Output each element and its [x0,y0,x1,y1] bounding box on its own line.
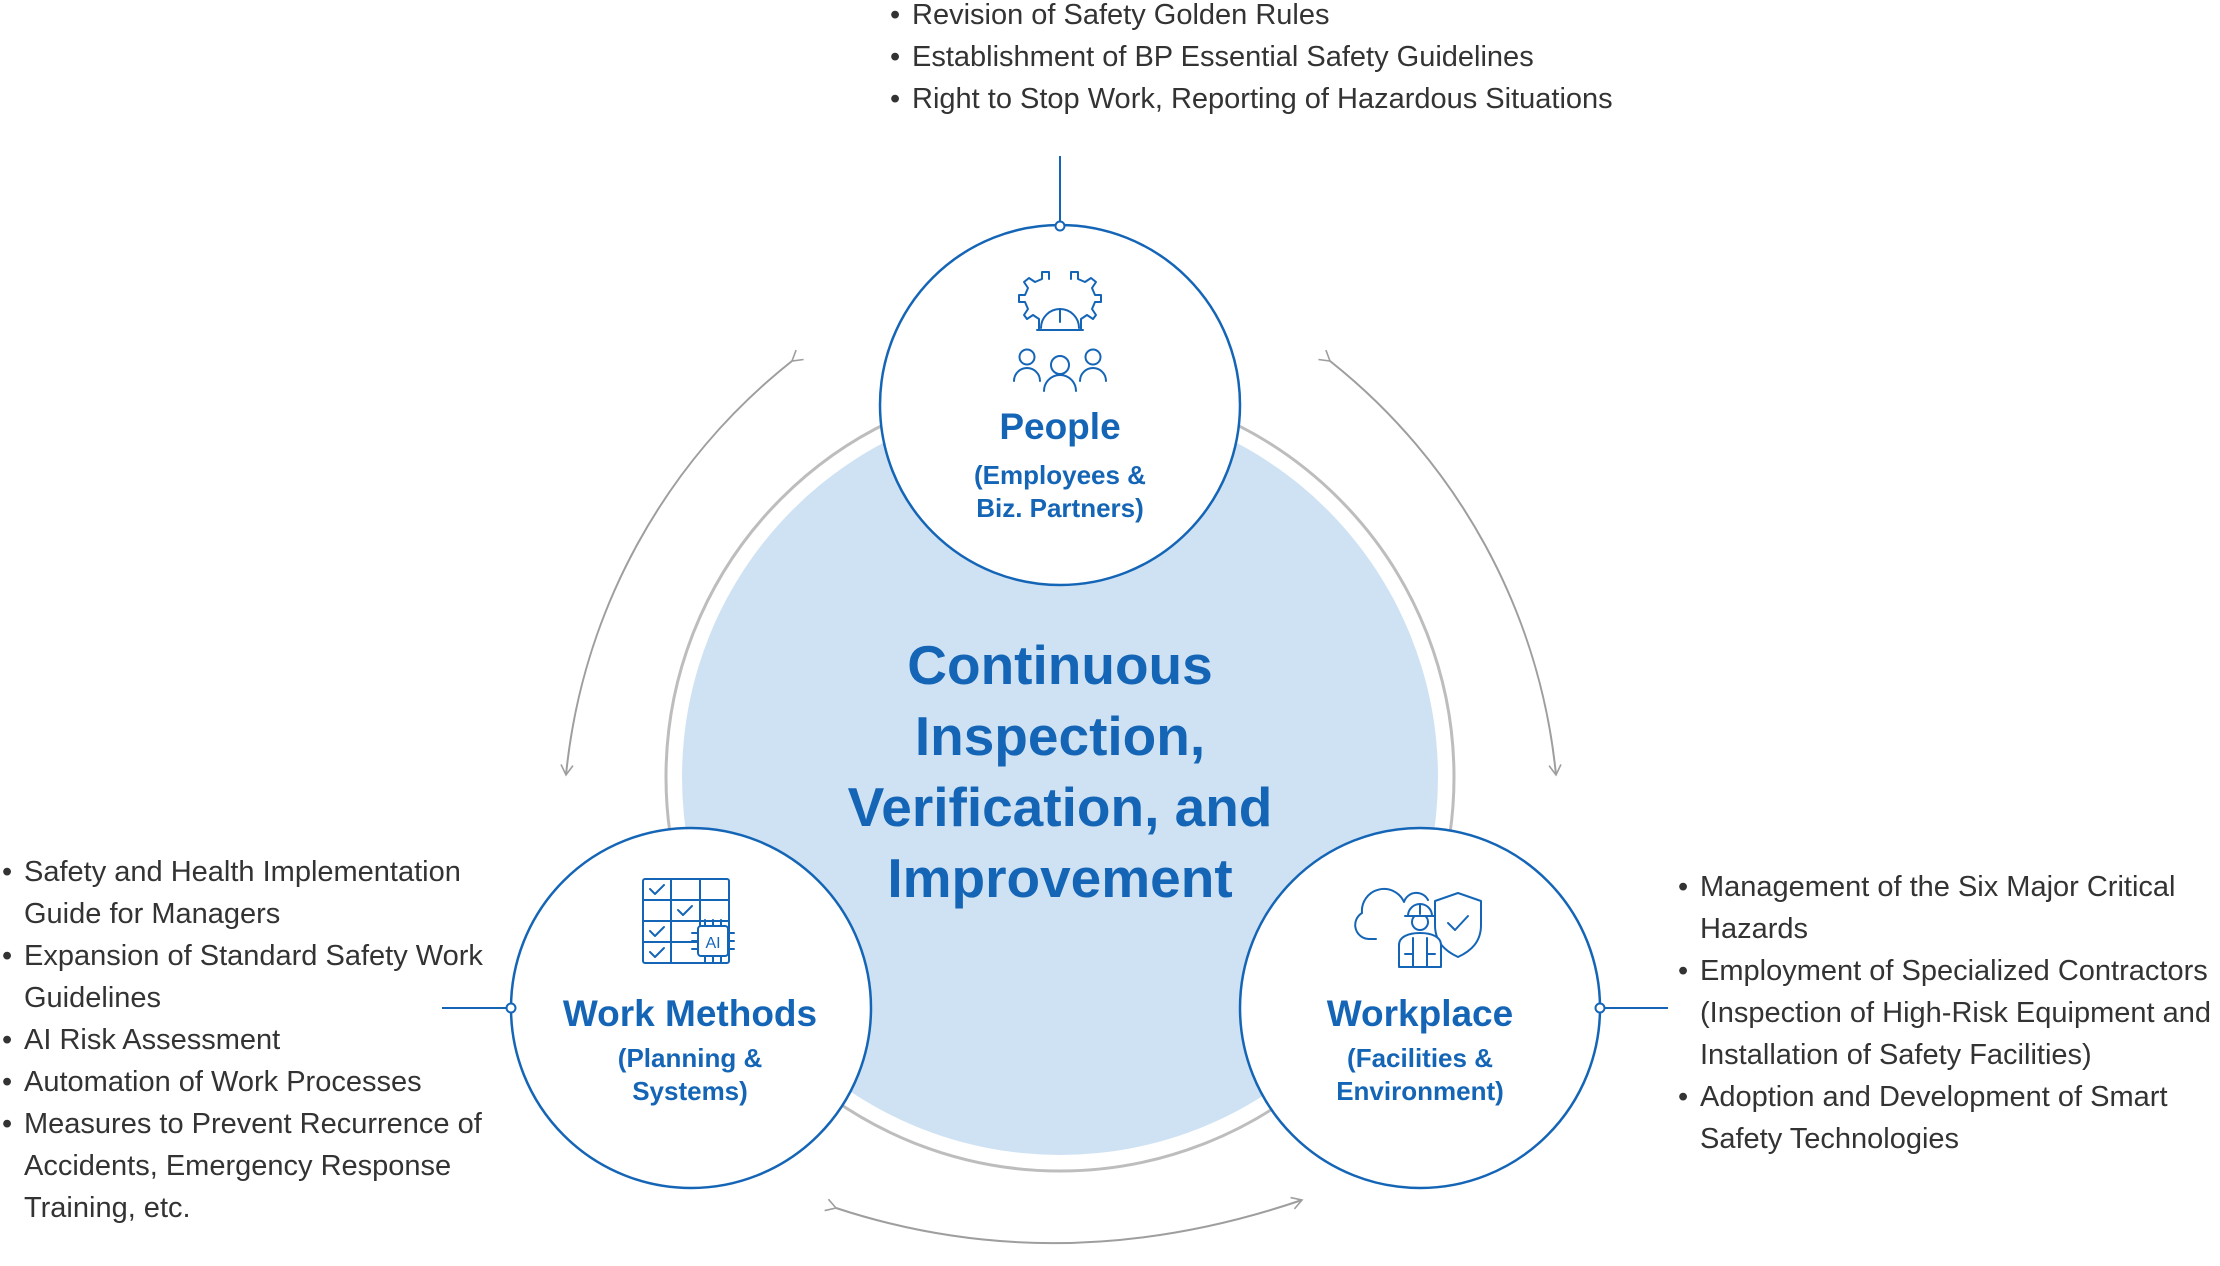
list-item: Revision of Safety Golden Rules [888,0,1668,36]
workplace-actions-list: Management of the Six Major Critical Haz… [1676,866,2220,1160]
cloud-worker-shield-icon [1354,888,1482,968]
workplace-node-label: Workplace (Facilities & Environment) [1270,992,1570,1108]
list-item: Management of the Six Major Critical Haz… [1676,866,2220,950]
list-item: Automation of Work Processes [0,1061,500,1103]
people-connector-dot [1054,220,1066,232]
workplace-subtitle-line1: (Facilities & [1347,1043,1493,1073]
center-title-line: Verification, and [847,776,1273,838]
work-methods-subtitle-line2: Systems) [632,1076,748,1106]
cycle-arrow-left [560,349,804,777]
cycle-arrow-bottom [824,1196,1304,1245]
helmet-gear-people-icon [1013,271,1107,392]
list-item: Employment of Specialized Contractors (I… [1676,950,2220,1076]
list-item: AI Risk Assessment [0,1019,500,1061]
list-item: Safety and Health Implementation Guide f… [0,851,500,935]
list-item: Right to Stop Work, Reporting of Hazardo… [888,78,1668,120]
workplace-title: Workplace [1326,993,1514,1034]
center-title-line: Improvement [887,847,1233,909]
people-node-label: People (Employees & Biz. Partners) [910,405,1210,525]
ai-chip-label: AI [705,935,720,952]
work-methods-subtitle-line1: (Planning & [617,1043,763,1073]
list-item: Expansion of Standard Safety Work Guidel… [0,935,500,1019]
list-item: Adoption and Development of Smart Safety… [1676,1076,2220,1160]
list-item: Establishment of BP Essential Safety Gui… [888,36,1668,78]
cycle-arrow-right [1318,349,1562,777]
center-title-line: Continuous [907,634,1213,696]
center-title-line: Inspection, [914,705,1206,767]
list-item: Measures to Prevent Recurrence of Accide… [0,1103,500,1229]
workplace-subtitle-line2: Environment) [1336,1076,1504,1106]
people-subtitle-line2: Biz. Partners) [976,493,1144,523]
workplace-subtitle: (Facilities & Environment) [1270,1042,1570,1108]
center-title: Continuous Inspection, Verification, and… [760,630,1360,914]
work-methods-actions-list: Safety and Health Implementation Guide f… [0,851,500,1229]
people-subtitle: (Employees & Biz. Partners) [910,459,1210,525]
work-methods-subtitle: (Planning & Systems) [540,1042,840,1108]
work-methods-node-label: Work Methods (Planning & Systems) [540,992,840,1108]
work-methods-title: Work Methods [562,993,818,1034]
people-actions-list: Revision of Safety Golden Rules Establis… [888,0,1668,120]
checklist-ai-chip-icon [642,878,735,964]
workplace-connector-dot [1594,1002,1606,1014]
methods-connector-dot [505,1002,517,1014]
people-title: People [999,406,1121,447]
people-subtitle-line1: (Employees & [974,460,1146,490]
